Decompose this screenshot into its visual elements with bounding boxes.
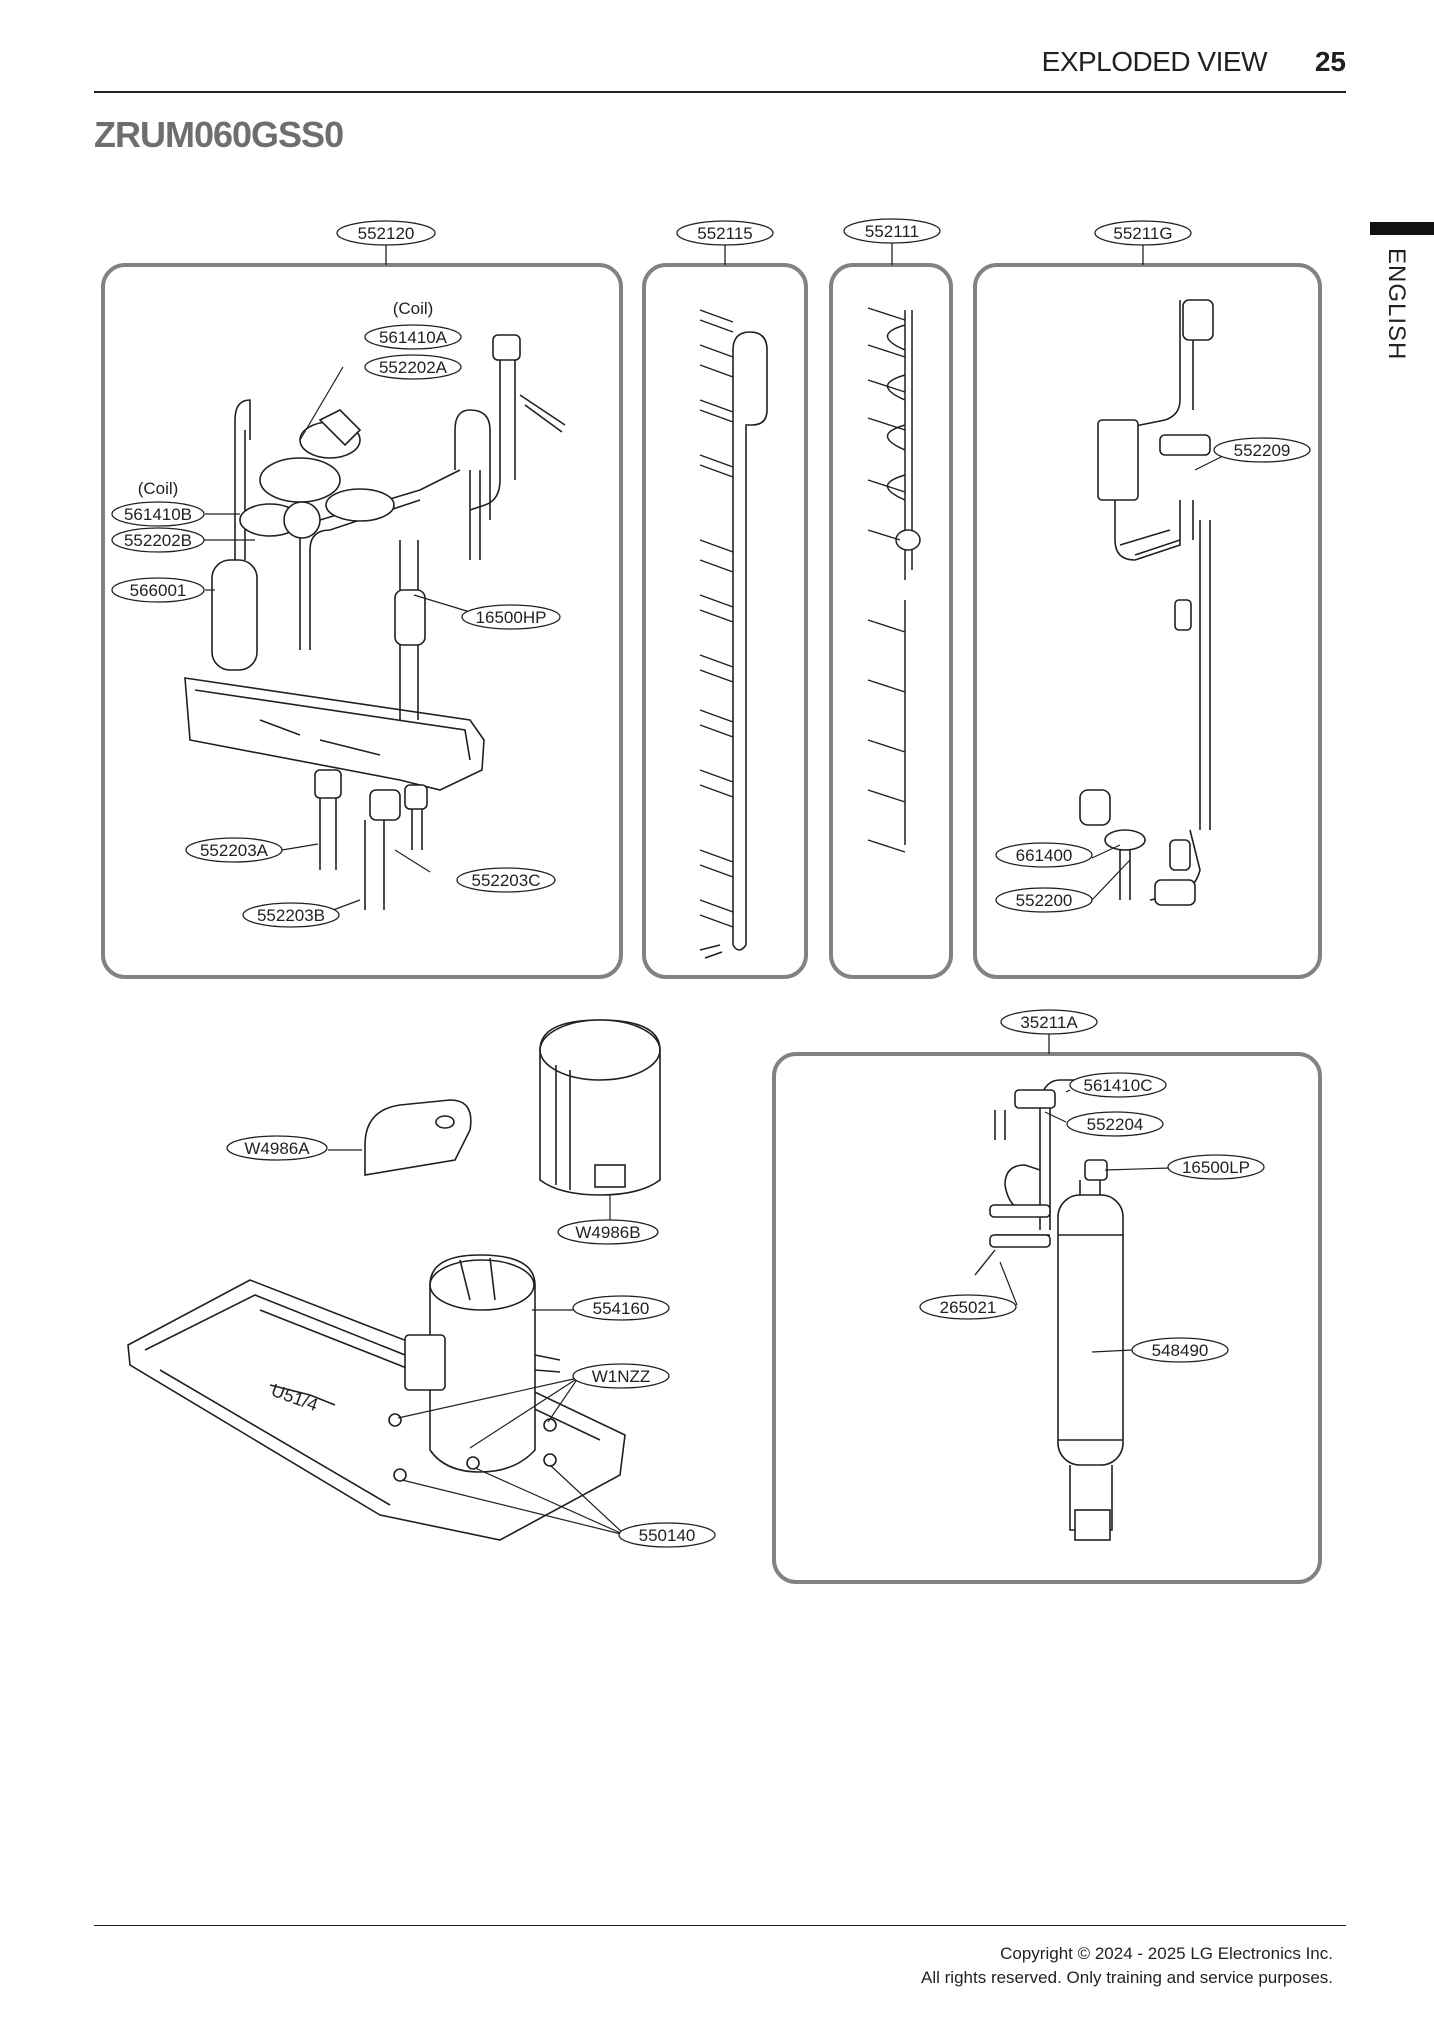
- label-55211G: 55211G: [1094, 220, 1192, 246]
- label-566001: 566001: [111, 577, 205, 603]
- footer-rule: [94, 1925, 1346, 1926]
- label-W4986A: W4986A: [226, 1135, 328, 1161]
- svg-text:552200: 552200: [1016, 891, 1073, 910]
- label-561410A: 561410A: [364, 324, 462, 350]
- svg-text:55211G: 55211G: [1113, 224, 1172, 243]
- svg-text:W4986B: W4986B: [575, 1223, 640, 1242]
- pipe-552115-illustration: [699, 309, 768, 959]
- coil-note-a: (Coil): [393, 299, 434, 318]
- svg-text:552115: 552115: [697, 224, 752, 243]
- svg-text:552111: 552111: [865, 222, 919, 241]
- label-552202A: 552202A: [364, 354, 462, 380]
- svg-text:552204: 552204: [1087, 1115, 1144, 1134]
- svg-text:548490: 548490: [1152, 1341, 1209, 1360]
- svg-text:554160: 554160: [593, 1299, 650, 1318]
- label-W1NZZ: W1NZZ: [572, 1363, 670, 1389]
- svg-text:550140: 550140: [639, 1526, 696, 1545]
- label-leaders: [385, 243, 1144, 1054]
- svg-text:552203C: 552203C: [471, 871, 540, 890]
- svg-text:552203A: 552203A: [200, 841, 269, 860]
- model-title: ZRUM060GSS0: [94, 114, 344, 155]
- svg-text:561410A: 561410A: [379, 328, 448, 347]
- label-561410C: 561410C: [1069, 1072, 1167, 1098]
- svg-text:265021: 265021: [940, 1298, 997, 1317]
- svg-text:561410C: 561410C: [1083, 1076, 1152, 1095]
- pipe-55211G-illustration: [1079, 299, 1226, 906]
- svg-text:16500HP: 16500HP: [476, 608, 547, 627]
- svg-text:552120: 552120: [358, 224, 415, 243]
- rights-text: All rights reserved. Only training and s…: [921, 1968, 1333, 1987]
- copyright-text: Copyright © 2024 - 2025 LG Electronics I…: [1000, 1944, 1333, 1963]
- svg-text:552202A: 552202A: [379, 358, 448, 377]
- label-35211A: 35211A: [1000, 1009, 1098, 1035]
- label-552111: 552111: [843, 218, 941, 244]
- label-265021: 265021: [919, 1294, 1017, 1320]
- svg-text:552203B: 552203B: [257, 906, 325, 925]
- coil-note-b: (Coil): [138, 479, 179, 498]
- label-661400: 661400: [995, 842, 1093, 868]
- label-552203A: 552203A: [185, 837, 283, 863]
- svg-text:552202B: 552202B: [124, 531, 192, 550]
- piping-assembly-illustration: [184, 334, 566, 911]
- language-tab-bar: [1370, 222, 1434, 235]
- label-W4986B: W4986B: [557, 1219, 659, 1245]
- label-552120: 552120: [336, 220, 436, 246]
- pipe-552111-illustration: [867, 307, 921, 853]
- label-554160: 554160: [572, 1295, 670, 1321]
- svg-text:566001: 566001: [130, 581, 187, 600]
- label-548490: 548490: [1131, 1337, 1229, 1363]
- svg-text:W4986A: W4986A: [244, 1139, 310, 1158]
- label-552200: 552200: [995, 887, 1093, 913]
- label-550140: 550140: [618, 1522, 716, 1548]
- label-16500LP: 16500LP: [1167, 1154, 1265, 1180]
- section-title: EXPLODED VIEW: [1041, 46, 1268, 77]
- svg-text:561410B: 561410B: [124, 505, 192, 524]
- label-552202B: 552202B: [111, 527, 205, 553]
- page-number: 25: [1314, 46, 1346, 77]
- label-561410B: 561410B: [111, 501, 205, 527]
- svg-text:35211A: 35211A: [1020, 1013, 1078, 1032]
- svg-text:W1NZZ: W1NZZ: [592, 1367, 651, 1386]
- part-labels: 552120 552115 552111 55211G (Coil) 56141…: [111, 218, 1311, 1548]
- accumulator-illustration: [974, 1079, 1171, 1541]
- compressor-base-illustration: U51/4: [127, 1019, 661, 1541]
- svg-text:16500LP: 16500LP: [1182, 1158, 1250, 1177]
- label-552204: 552204: [1066, 1111, 1164, 1137]
- header-rule: [94, 91, 1346, 93]
- language-tab: ENGLISH: [1383, 248, 1410, 361]
- label-552203B: 552203B: [242, 902, 340, 928]
- label-552203C: 552203C: [456, 867, 556, 893]
- label-552209: 552209: [1213, 437, 1311, 463]
- svg-text:552209: 552209: [1234, 441, 1291, 460]
- svg-text:661400: 661400: [1016, 846, 1073, 865]
- label-552115: 552115: [676, 220, 774, 246]
- label-16500HP: 16500HP: [461, 604, 561, 630]
